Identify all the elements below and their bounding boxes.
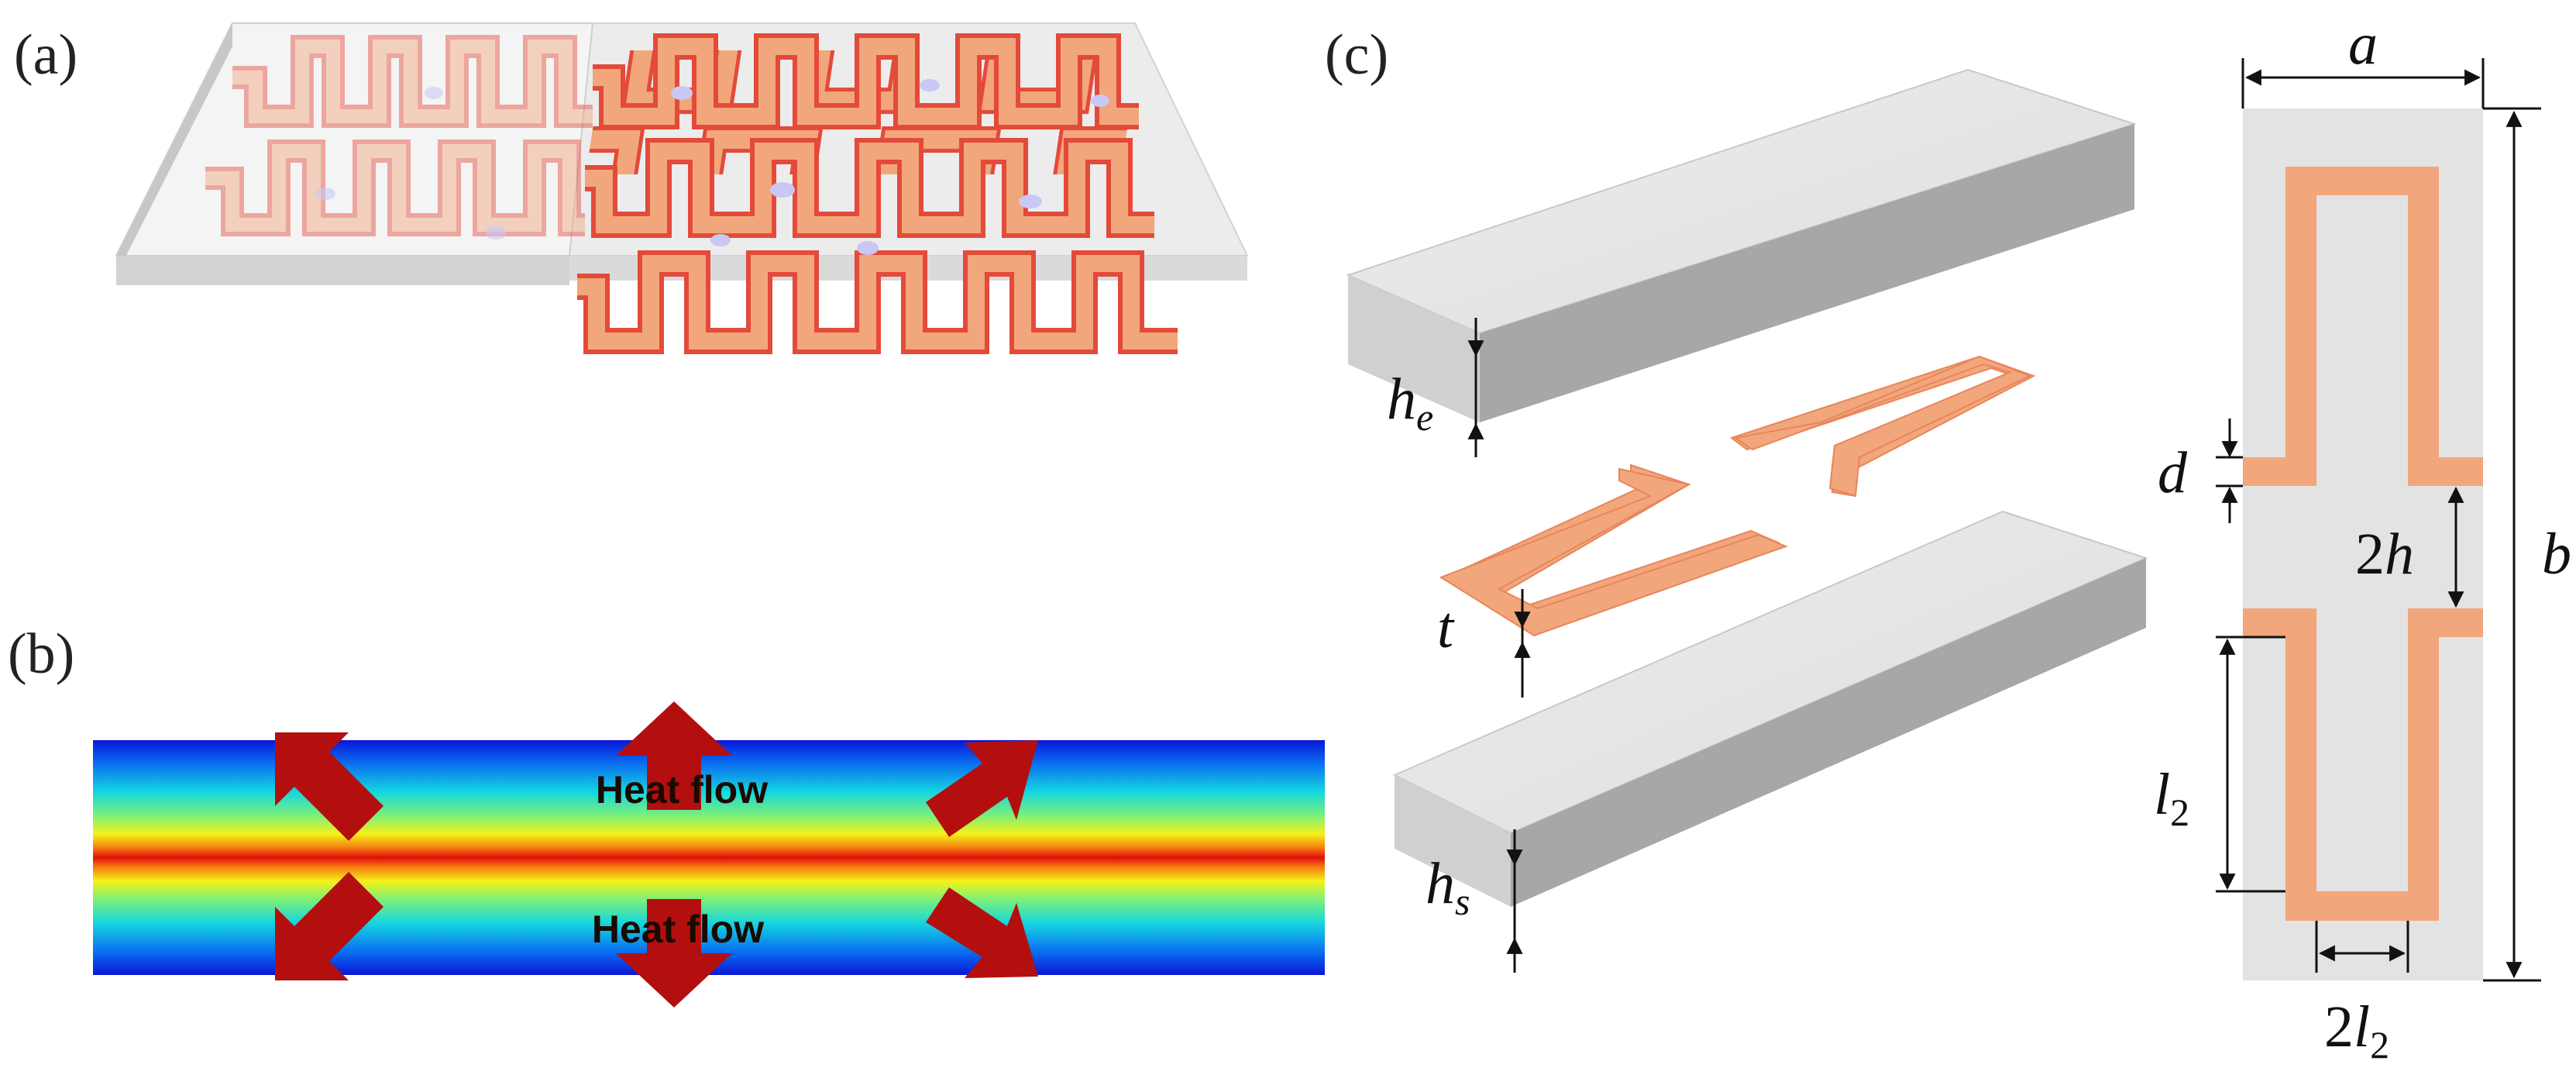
panel-a-label: (a)	[14, 23, 77, 87]
dim-label-hs: hs	[1426, 851, 1470, 923]
exploded-dimensions	[1467, 318, 1531, 973]
heat-flow-label-bottom: Heat flow	[592, 908, 764, 951]
arrow-down-right	[926, 887, 1038, 978]
panel-a-meanders-covered	[205, 35, 593, 236]
unit-cell-upper-resonator	[2243, 167, 2483, 486]
resonator-layer	[1439, 355, 2036, 637]
panel-b: (b) Heat flow Heat flow	[8, 622, 1325, 1008]
arrow-up-right	[926, 740, 1038, 837]
arrow-down-center	[616, 899, 732, 1008]
superstrate-slab	[1346, 68, 2137, 422]
dim-label-l2: l2	[2154, 762, 2189, 834]
panel-a-particles	[315, 79, 1109, 255]
heat-flow-arrows	[275, 701, 1038, 1008]
panel-b-label: (b)	[8, 622, 74, 686]
substrate-slab	[1392, 510, 2148, 907]
unit-cell-substrate	[2243, 109, 2483, 980]
heat-flow-label-top: Heat flow	[596, 768, 768, 811]
arrow-down-left	[275, 872, 383, 980]
panel-a: (a)	[14, 22, 1249, 354]
panel-a-cover-side	[116, 23, 232, 275]
panel-a-meanders-right	[577, 33, 1178, 354]
arrow-up-left	[275, 732, 383, 841]
unit-cell	[2243, 109, 2483, 980]
dim-label-a: a	[2348, 12, 2378, 77]
panel-a-meander-rows	[205, 33, 1178, 354]
dim-label-2h: 2h	[2355, 522, 2414, 587]
dim-label-2l2: 2l2	[2324, 994, 2389, 1066]
panel-a-cover-front	[116, 256, 569, 285]
dim-label-he: he	[1387, 367, 1433, 439]
dim-label-b: b	[2542, 522, 2571, 587]
dim-label-d: d	[2158, 440, 2188, 505]
arrow-up-center	[616, 701, 732, 810]
unit-cell-dimensions	[2216, 58, 2541, 982]
panel-c-label: (c)	[1325, 23, 1388, 87]
dim-label-t: t	[1437, 595, 1455, 660]
panel-c: (c)	[1325, 12, 2571, 1066]
unit-cell-lower-resonator	[2243, 608, 2483, 921]
